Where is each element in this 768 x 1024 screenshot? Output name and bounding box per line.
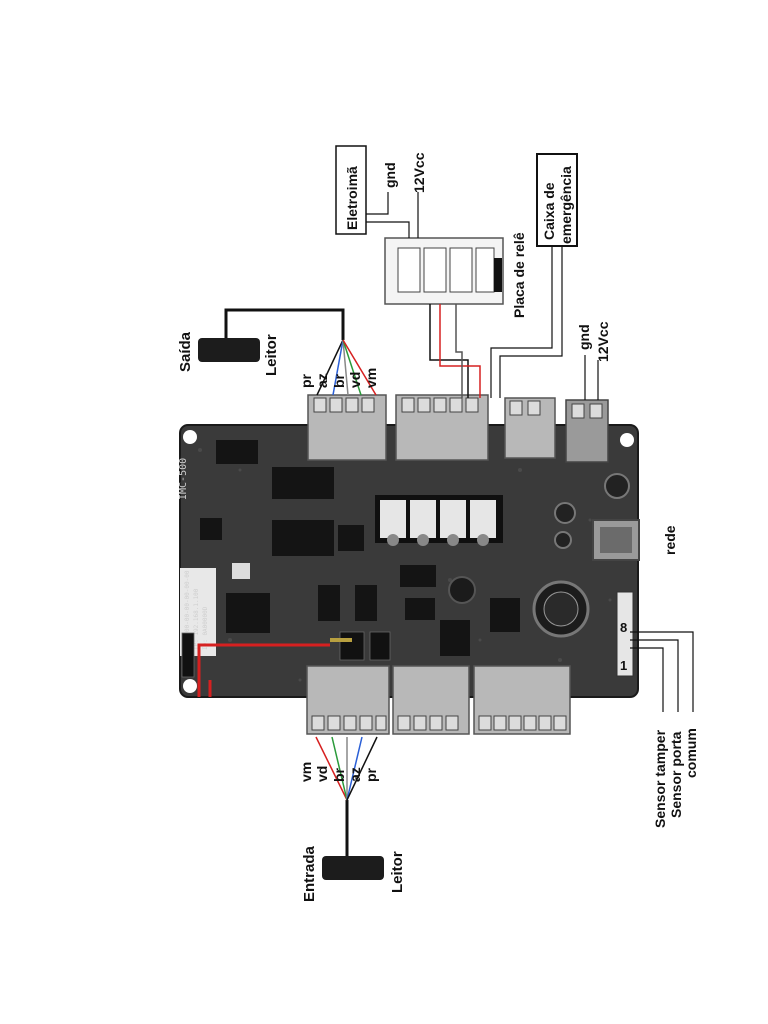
eletroima-gnd-wire [366,192,389,215]
eletroima-wire [366,221,410,238]
sensor-group: 1 8 Sensor tamper Sensor porta comum [620,620,699,828]
eletroima-label: Eletroimã [344,166,360,230]
chip [490,598,520,632]
entrada-label: Entrada [301,845,318,902]
capacitor [554,502,576,524]
mount-hole [620,433,634,447]
vcc-label-right: 12Vcc [595,321,611,362]
wire-label-top: vm [363,368,379,388]
relay-connector [494,258,502,292]
board-info-line: ID: 0A00000D [202,606,209,650]
wire-label-top: pr [298,373,314,388]
reader-saida [198,308,377,396]
chip [226,593,270,633]
caixa-label-line2: emergência [558,166,574,244]
dip-switch [616,591,634,677]
sensor-wire [630,631,694,712]
chip [200,518,222,540]
reader-entrada [315,736,384,880]
wire-label-top: vd [347,372,363,388]
chip [272,520,334,556]
red-wire [197,643,330,697]
caixa-wire [490,246,553,398]
eletroima-box [335,145,367,235]
logo-icon [232,563,250,579]
sensor-tamper-label: Sensor tamper [652,729,668,828]
leitor-label-top: Leitor [263,334,280,376]
caixa-label-line1: Caixa de [541,182,557,240]
placa-rele-label: Placa de relê [511,232,527,318]
sensor-wire [630,647,664,712]
pin-8-label: 8 [620,620,627,635]
caixa-wire [499,246,563,398]
transistor-array [375,495,503,546]
comum-label: comum [683,728,699,778]
chip [338,525,364,551]
wire-label-bottom: vd [314,766,330,782]
card-reader-icon [198,338,260,362]
gnd-label-right: gnd [576,324,592,350]
wire-fan-bottom [315,736,378,801]
board-info-line: MAC: 00-00-00-00-00-00 [184,570,191,650]
mount-hole [183,679,197,693]
sensor-porta-label: Sensor porta [668,731,684,818]
card-reader-icon [322,856,384,880]
capacitor [554,531,572,549]
pin-header [181,631,391,678]
wire-label-top: br [331,373,347,388]
vcc-label-top: 12Vcc [411,152,427,193]
chip [405,598,435,620]
reader-cable [224,308,345,340]
chip [355,585,377,621]
controller-board: MAC: 00-00-00-00-00-00 IP: 192.168.1.100… [178,424,640,698]
sensor-wire [630,639,679,712]
buzzer [448,576,476,604]
leitor-label-bottom: Leitor [389,851,406,893]
power-input-group: gnd 12Vcc [576,321,611,400]
chip [440,620,470,656]
terminal-blocks-top [307,394,609,463]
wire-fan-top [316,339,377,396]
board-model: IMC-500 [178,458,189,500]
mount-hole [183,430,197,444]
caixa-emergencia-group: Caixa de emergência [490,153,578,398]
capacitor [604,473,630,499]
eletroima-group: Eletroimã gnd 12Vcc [335,145,427,238]
ethernet-jack-port [600,527,632,553]
wire-label-top: az [314,373,330,388]
wire-label-bottom: br [331,767,347,782]
wire-label-bottom: vm [298,762,314,782]
wire-label-bottom: az [347,767,363,782]
gnd-label-top: gnd [382,162,398,188]
chip [272,467,334,499]
relay-board [384,237,504,398]
wire-label-bottom: pr [363,767,379,782]
chip [216,440,258,464]
board-info-line: IP: 192.168.1.100 [193,588,200,650]
board-pcb [179,424,639,698]
pin-1-label: 1 [620,658,627,673]
chip [400,565,436,587]
coin-battery-inner [543,591,579,627]
rede-label: rede [662,525,678,555]
relay-wires [429,304,481,398]
saida-label: Saída [177,331,194,372]
chip [318,585,340,621]
caixa-emergencia-box [536,153,578,247]
terminal-blocks-bottom [306,665,571,735]
